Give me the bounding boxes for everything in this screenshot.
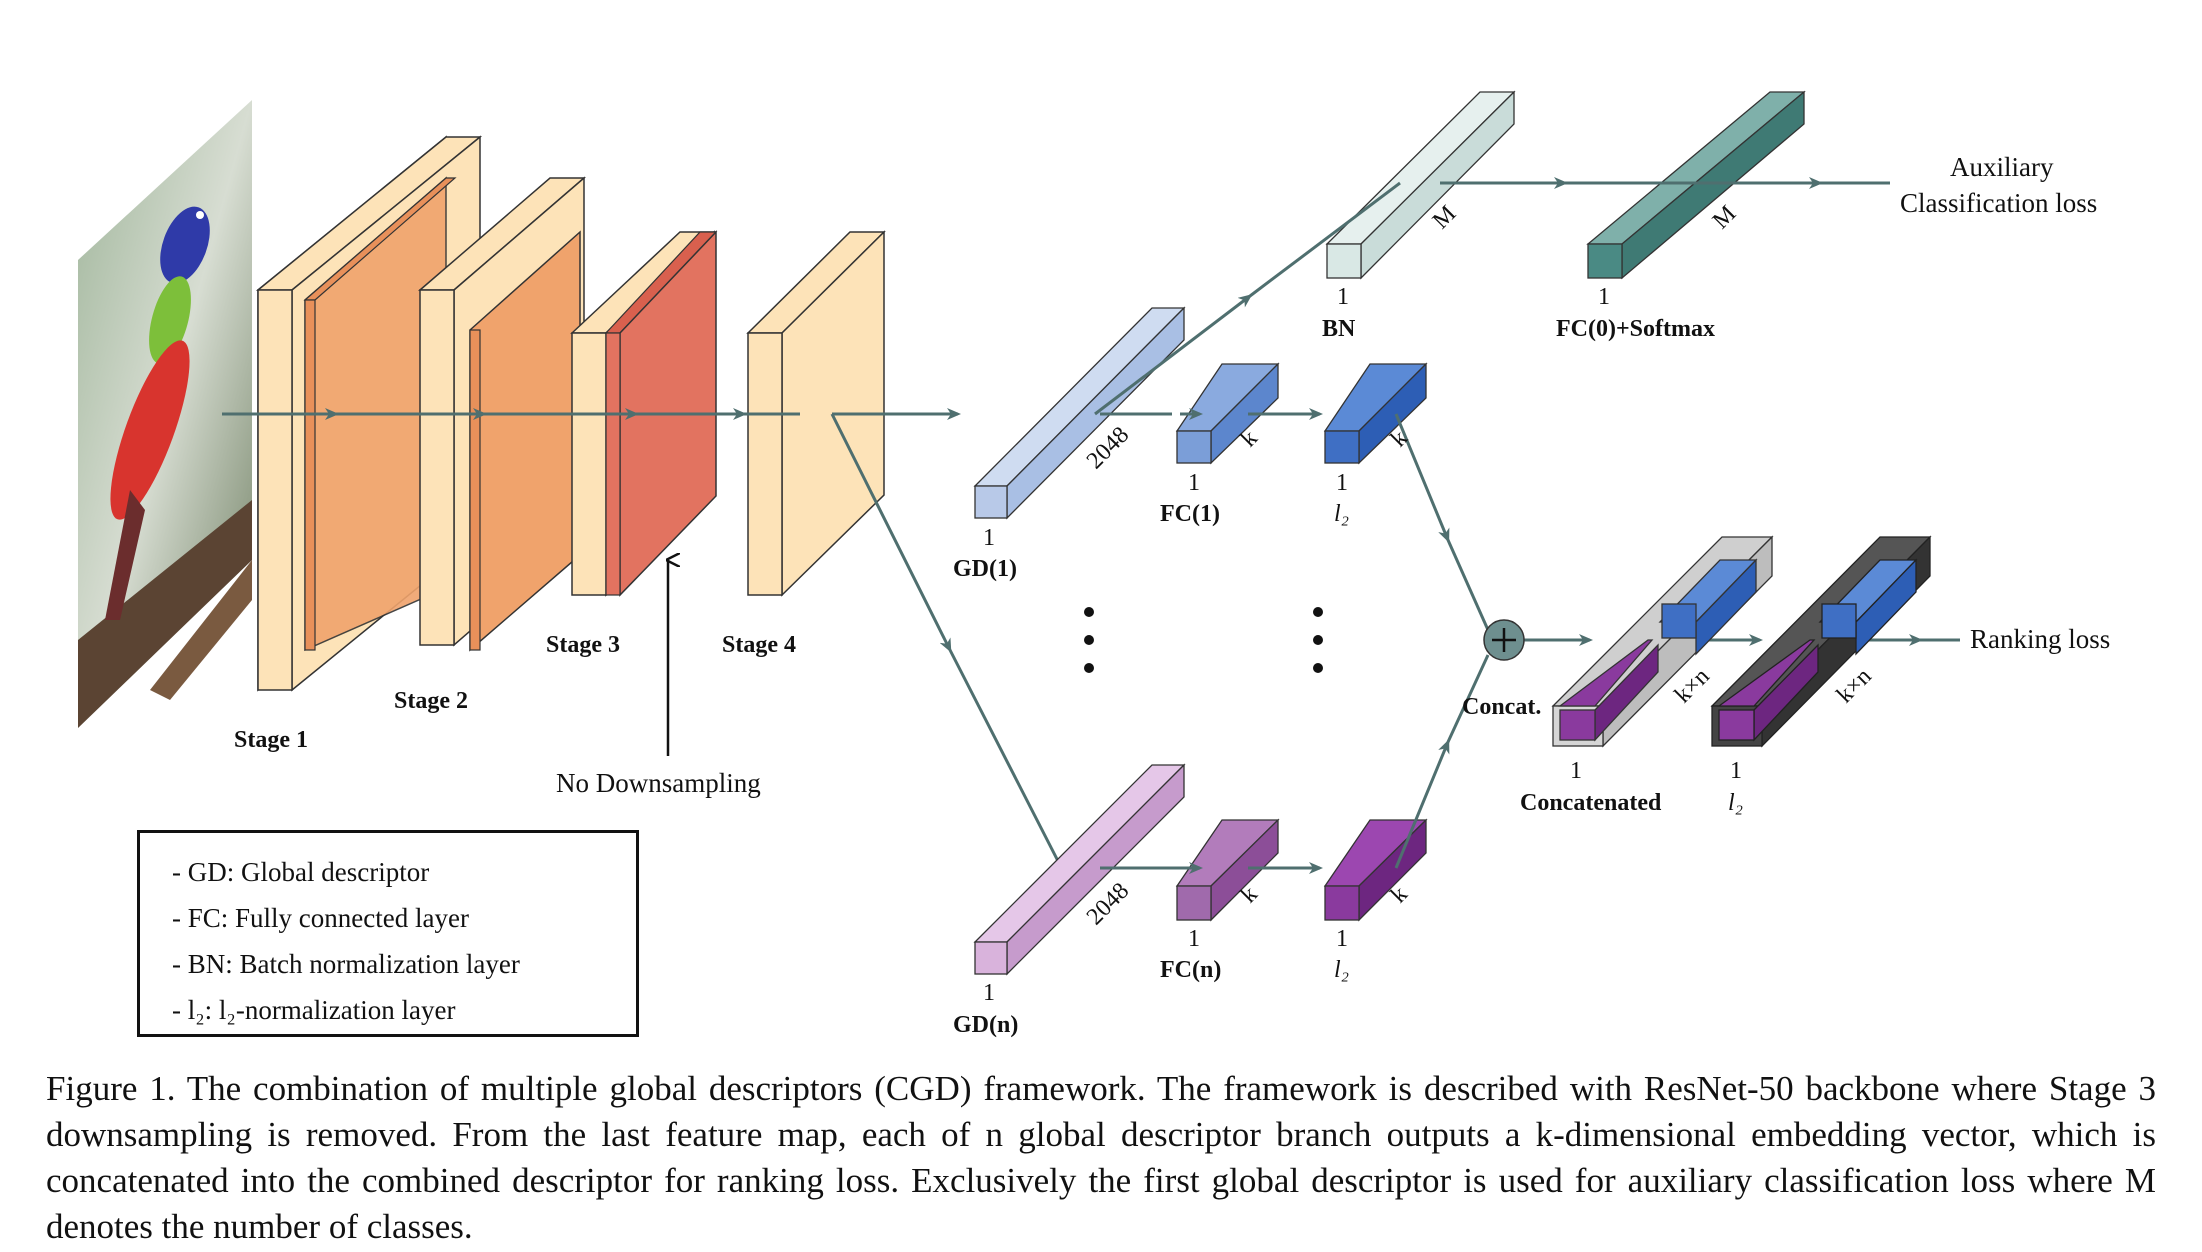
aux-loss-line2: Classification loss <box>1900 188 2097 218</box>
aux-loss-line1: Auxiliary <box>1950 152 2054 182</box>
legend-item: - GD: Global descriptor <box>172 857 430 887</box>
ellipsis-dots <box>1084 607 1323 673</box>
fcn-one: 1 <box>1188 926 1200 952</box>
input-bird-image <box>78 100 252 728</box>
gdn-block <box>973 763 1186 976</box>
l2-branch1-block <box>1323 362 1428 465</box>
legend-item: - BN: Batch normalization layer <box>172 949 520 979</box>
fc0-label: FC(0)+Softmax <box>1556 316 1715 342</box>
fc0-one: 1 <box>1598 284 1610 310</box>
figure-caption: Figure 1. The combination of multiple gl… <box>46 1069 2156 1246</box>
concatenated-one: 1 <box>1570 758 1582 784</box>
fc0-dim: M <box>1708 201 1741 234</box>
fcn-dim: k <box>1236 881 1263 908</box>
l2-branchn-block <box>1323 818 1428 922</box>
ranking-l2-dim: k×n <box>1832 663 1877 708</box>
stage-1-block <box>255 135 483 692</box>
concat-plus-node <box>1483 619 1525 661</box>
fc1-label: FC(1) <box>1160 501 1220 527</box>
legend-item: - FC: Fully connected layer <box>172 903 469 933</box>
gd1-label: GD(1) <box>953 556 1017 582</box>
l2-branchn-dim: k <box>1386 881 1413 908</box>
bn-one: 1 <box>1337 284 1349 310</box>
stage-3-block <box>570 230 718 597</box>
legend-box: - GD: Global descriptor - FC: Fully conn… <box>137 830 639 1037</box>
cgd-framework-diagram: Stage 1 Stage 2 Stage 3 Stage 4 No Downs… <box>78 90 2110 1038</box>
ranking-l2-label: l₂ <box>1728 790 1743 816</box>
fcn-block <box>1175 818 1280 922</box>
stage-1-label: Stage 1 <box>234 727 308 753</box>
ranking-loss-label: Ranking loss <box>1970 624 2110 654</box>
ranking-l2-block <box>1710 535 1932 748</box>
fc1-dim: k <box>1236 425 1263 452</box>
stage-4-label: Stage 4 <box>722 632 796 658</box>
gd1-one: 1 <box>983 525 995 551</box>
stage-2-block <box>417 176 587 652</box>
concat-op-label: Concat. <box>1462 694 1541 720</box>
gdn-one: 1 <box>983 980 995 1006</box>
fc1-one: 1 <box>1188 470 1200 496</box>
gdn-label: GD(n) <box>953 1012 1018 1038</box>
fc0-block <box>1586 90 1806 280</box>
backbone-arrows <box>222 408 1062 866</box>
concatenated-label: Concatenated <box>1520 790 1662 816</box>
l2-branch1-one: 1 <box>1336 470 1348 496</box>
concatenated-block <box>1551 535 1774 748</box>
no-downsampling-label: No Downsampling <box>556 768 761 798</box>
stage-2-label: Stage 2 <box>394 688 468 714</box>
fcn-label: FC(n) <box>1160 957 1221 983</box>
ranking-l2-one: 1 <box>1730 758 1742 784</box>
bn-block <box>1325 90 1516 280</box>
legend-item: - l₂: l₂-normalization layer <box>172 995 456 1025</box>
l2-branch1-label: l₂ <box>1334 501 1349 527</box>
l2-branchn-one: 1 <box>1336 926 1348 952</box>
branch-arrows <box>1094 177 1960 874</box>
l2-branchn-label: l₂ <box>1334 957 1349 983</box>
stage-3-label: Stage 3 <box>546 632 620 658</box>
bn-label: BN <box>1322 316 1356 342</box>
